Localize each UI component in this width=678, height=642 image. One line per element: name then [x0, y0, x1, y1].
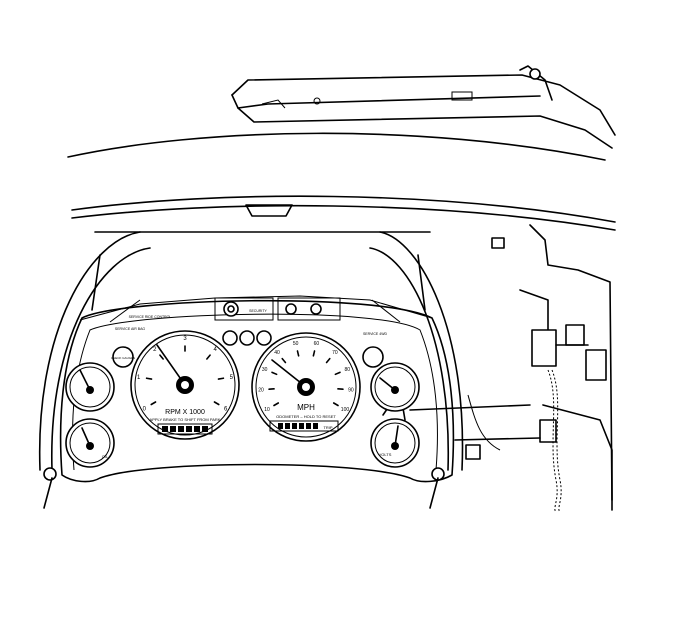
dash-top-lines: [68, 133, 615, 230]
speed-tick-label: 80: [345, 367, 351, 373]
speed-tick-label: 10: [264, 407, 270, 413]
voltmeter-gauge: VOLTS: [371, 419, 419, 467]
oil-label: OIL: [102, 454, 109, 459]
coolant-temp-gauge: [371, 363, 419, 411]
speed-tick: [297, 351, 298, 356]
speed-tick-label: 70: [332, 350, 338, 356]
speedo-label: MPH: [297, 403, 315, 412]
speedometer: 10 20 30 40 50 60 70 80 90 100 MPH ODOMETER – HOL…: [252, 333, 360, 441]
tach-tick: [218, 378, 223, 379]
check-gauges-label: CHECK GAUGES: [111, 356, 135, 360]
speed-tick: [313, 351, 314, 356]
security-label: SECURITY: [249, 309, 267, 313]
speed-tick-label: 40: [274, 350, 280, 356]
service-4wd-label: SERVICE 4WD: [363, 332, 388, 336]
dash-right-structure: [383, 225, 612, 512]
tach-label: RPM X 1000: [165, 409, 205, 416]
speed-tick-label: 30: [262, 367, 268, 373]
trip-label: TRIP: [323, 425, 332, 430]
tach-tick: [147, 378, 152, 379]
service-ride-label: SERVICE RIDE CONTROL: [129, 315, 172, 319]
volts-label: VOLTS: [379, 452, 392, 457]
speed-tick-label: 20: [258, 387, 264, 393]
tach-sub-label: APPLY BRAKE TO SHIFT FROM PARK: [150, 417, 221, 422]
speedo-sub-label: ODOMETER – HOLD TO RESET: [276, 414, 336, 419]
fastener-indicators: [44, 478, 438, 508]
fuel-gauge: [66, 363, 114, 411]
speed-tick-label: 100: [341, 407, 350, 413]
speed-tick-label: 50: [293, 341, 299, 347]
service-air-bag-label: SERVICE AIR BAG: [115, 327, 146, 331]
oil-pressure-gauge: OIL: [66, 419, 114, 467]
speed-tick-label: 60: [314, 341, 320, 347]
speed-tick-label: 90: [348, 387, 354, 393]
